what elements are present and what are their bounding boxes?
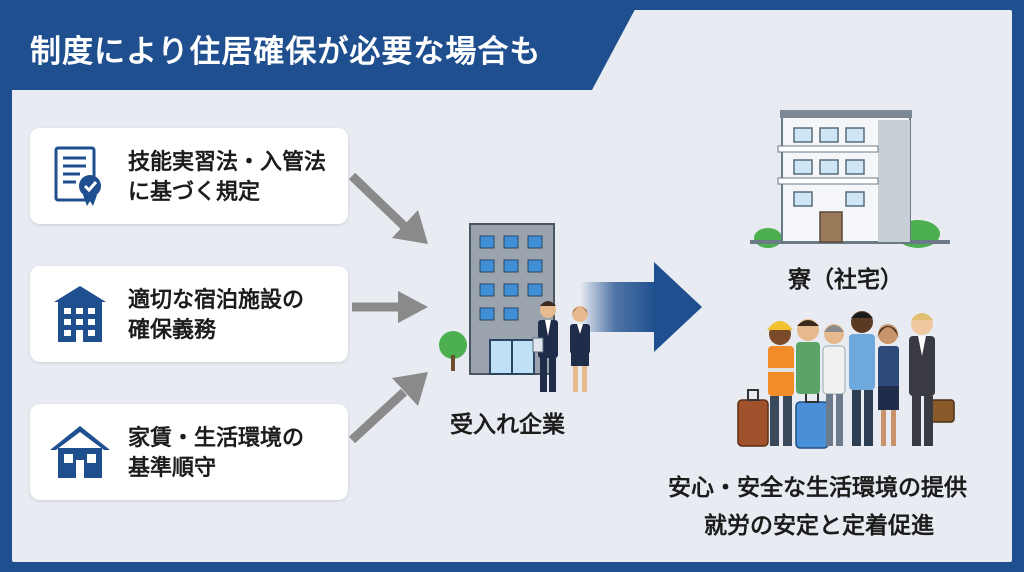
house-icon xyxy=(50,426,110,478)
page-title: 制度により住居確保が必要な場合も xyxy=(30,34,542,70)
building-icon xyxy=(54,286,106,342)
diverse-workers-group-icon xyxy=(737,311,955,449)
requirement-line-2: 確保義務 xyxy=(128,318,217,343)
company-label: 受入れ企業 xyxy=(450,412,565,438)
main-flow-arrow xyxy=(580,262,702,352)
arrow-facility-to-company xyxy=(352,291,428,323)
benefit-line-2: 就労の安定と定着促進 xyxy=(704,513,934,539)
requirement-text: 適切な宿泊施設の 確保義務 xyxy=(128,286,343,346)
dormitory-label: 寮（社宅） xyxy=(788,267,903,293)
apartment-building-icon xyxy=(750,110,950,248)
arrow-law-to-company xyxy=(348,172,428,244)
requirement-card-rent: 家賃・生活環境の 基準順守 xyxy=(30,404,348,500)
office-building-with-staff-icon xyxy=(439,223,590,392)
arrow-rent-to-company xyxy=(348,372,428,444)
requirement-line-2: 基準順守 xyxy=(128,456,217,481)
requirement-card-law: 技能実習法・入管法 に基づく規定 xyxy=(30,128,348,224)
requirement-text: 家賃・生活環境の 基準順守 xyxy=(128,424,343,484)
certificate-document-icon xyxy=(54,146,101,206)
requirement-text: 技能実習法・入管法 に基づく規定 xyxy=(128,148,343,208)
requirement-line-1: 技能実習法・入管法 xyxy=(128,150,327,175)
requirement-line-1: 家賃・生活環境の xyxy=(128,426,305,451)
benefit-line-1: 安心・安全な生活環境の提供 xyxy=(668,475,967,501)
requirement-card-facility: 適切な宿泊施設の 確保義務 xyxy=(30,266,348,362)
requirement-line-2: に基づく規定 xyxy=(128,180,261,205)
requirement-line-1: 適切な宿泊施設の xyxy=(128,288,305,313)
title-band xyxy=(0,0,640,90)
